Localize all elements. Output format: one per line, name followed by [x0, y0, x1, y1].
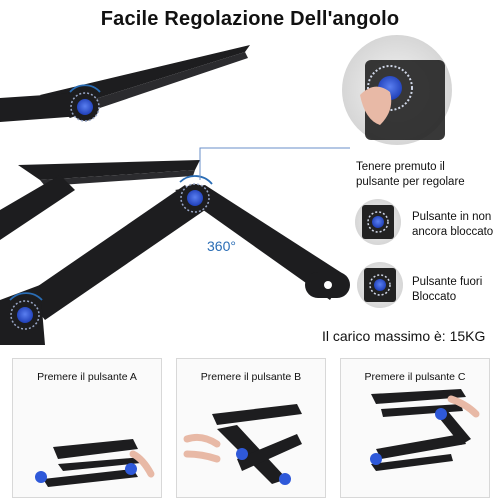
zoom-circle-hold	[342, 35, 452, 145]
rotation-arrow-top	[69, 84, 101, 93]
joint-middle	[180, 183, 210, 213]
laptop-tray	[40, 45, 250, 110]
step-panel-a: Premere il pulsante A	[12, 358, 162, 498]
angle-label: 360°	[207, 238, 236, 254]
zoom-circle-locked	[355, 199, 401, 245]
upper-arm	[0, 92, 95, 122]
middle-arm	[0, 175, 75, 240]
step-label-a: Premere il pulsante A	[37, 371, 137, 383]
note-locked: Pulsante in non ancora bloccato	[412, 211, 494, 238]
callout-line	[199, 147, 350, 180]
step-illustration-c	[370, 389, 480, 471]
note-unlocked: Pulsante fuori Bloccato	[412, 276, 483, 303]
mouse-platform	[18, 160, 200, 180]
joint-top	[70, 92, 100, 122]
joint-bottom	[10, 300, 40, 330]
step-illustration-b	[183, 404, 302, 485]
note-hold: Tenere premuto il pulsante per regolare	[356, 161, 465, 188]
zoom-circle-unlocked	[357, 262, 403, 308]
page-title: Facile Regolazione Dell'angolo	[100, 8, 400, 30]
step-label-c: Premere il pulsante C	[364, 371, 466, 383]
step-illustration-a	[35, 439, 155, 487]
max-load-label: Il carico massimo è: 15KG	[322, 328, 486, 344]
step-label-b: Premere il pulsante B	[200, 371, 302, 383]
hero-illustration	[0, 35, 452, 345]
step-panel-c: Premere il pulsante C	[340, 358, 490, 498]
step-panel-b: Premere il pulsante B	[176, 358, 326, 498]
